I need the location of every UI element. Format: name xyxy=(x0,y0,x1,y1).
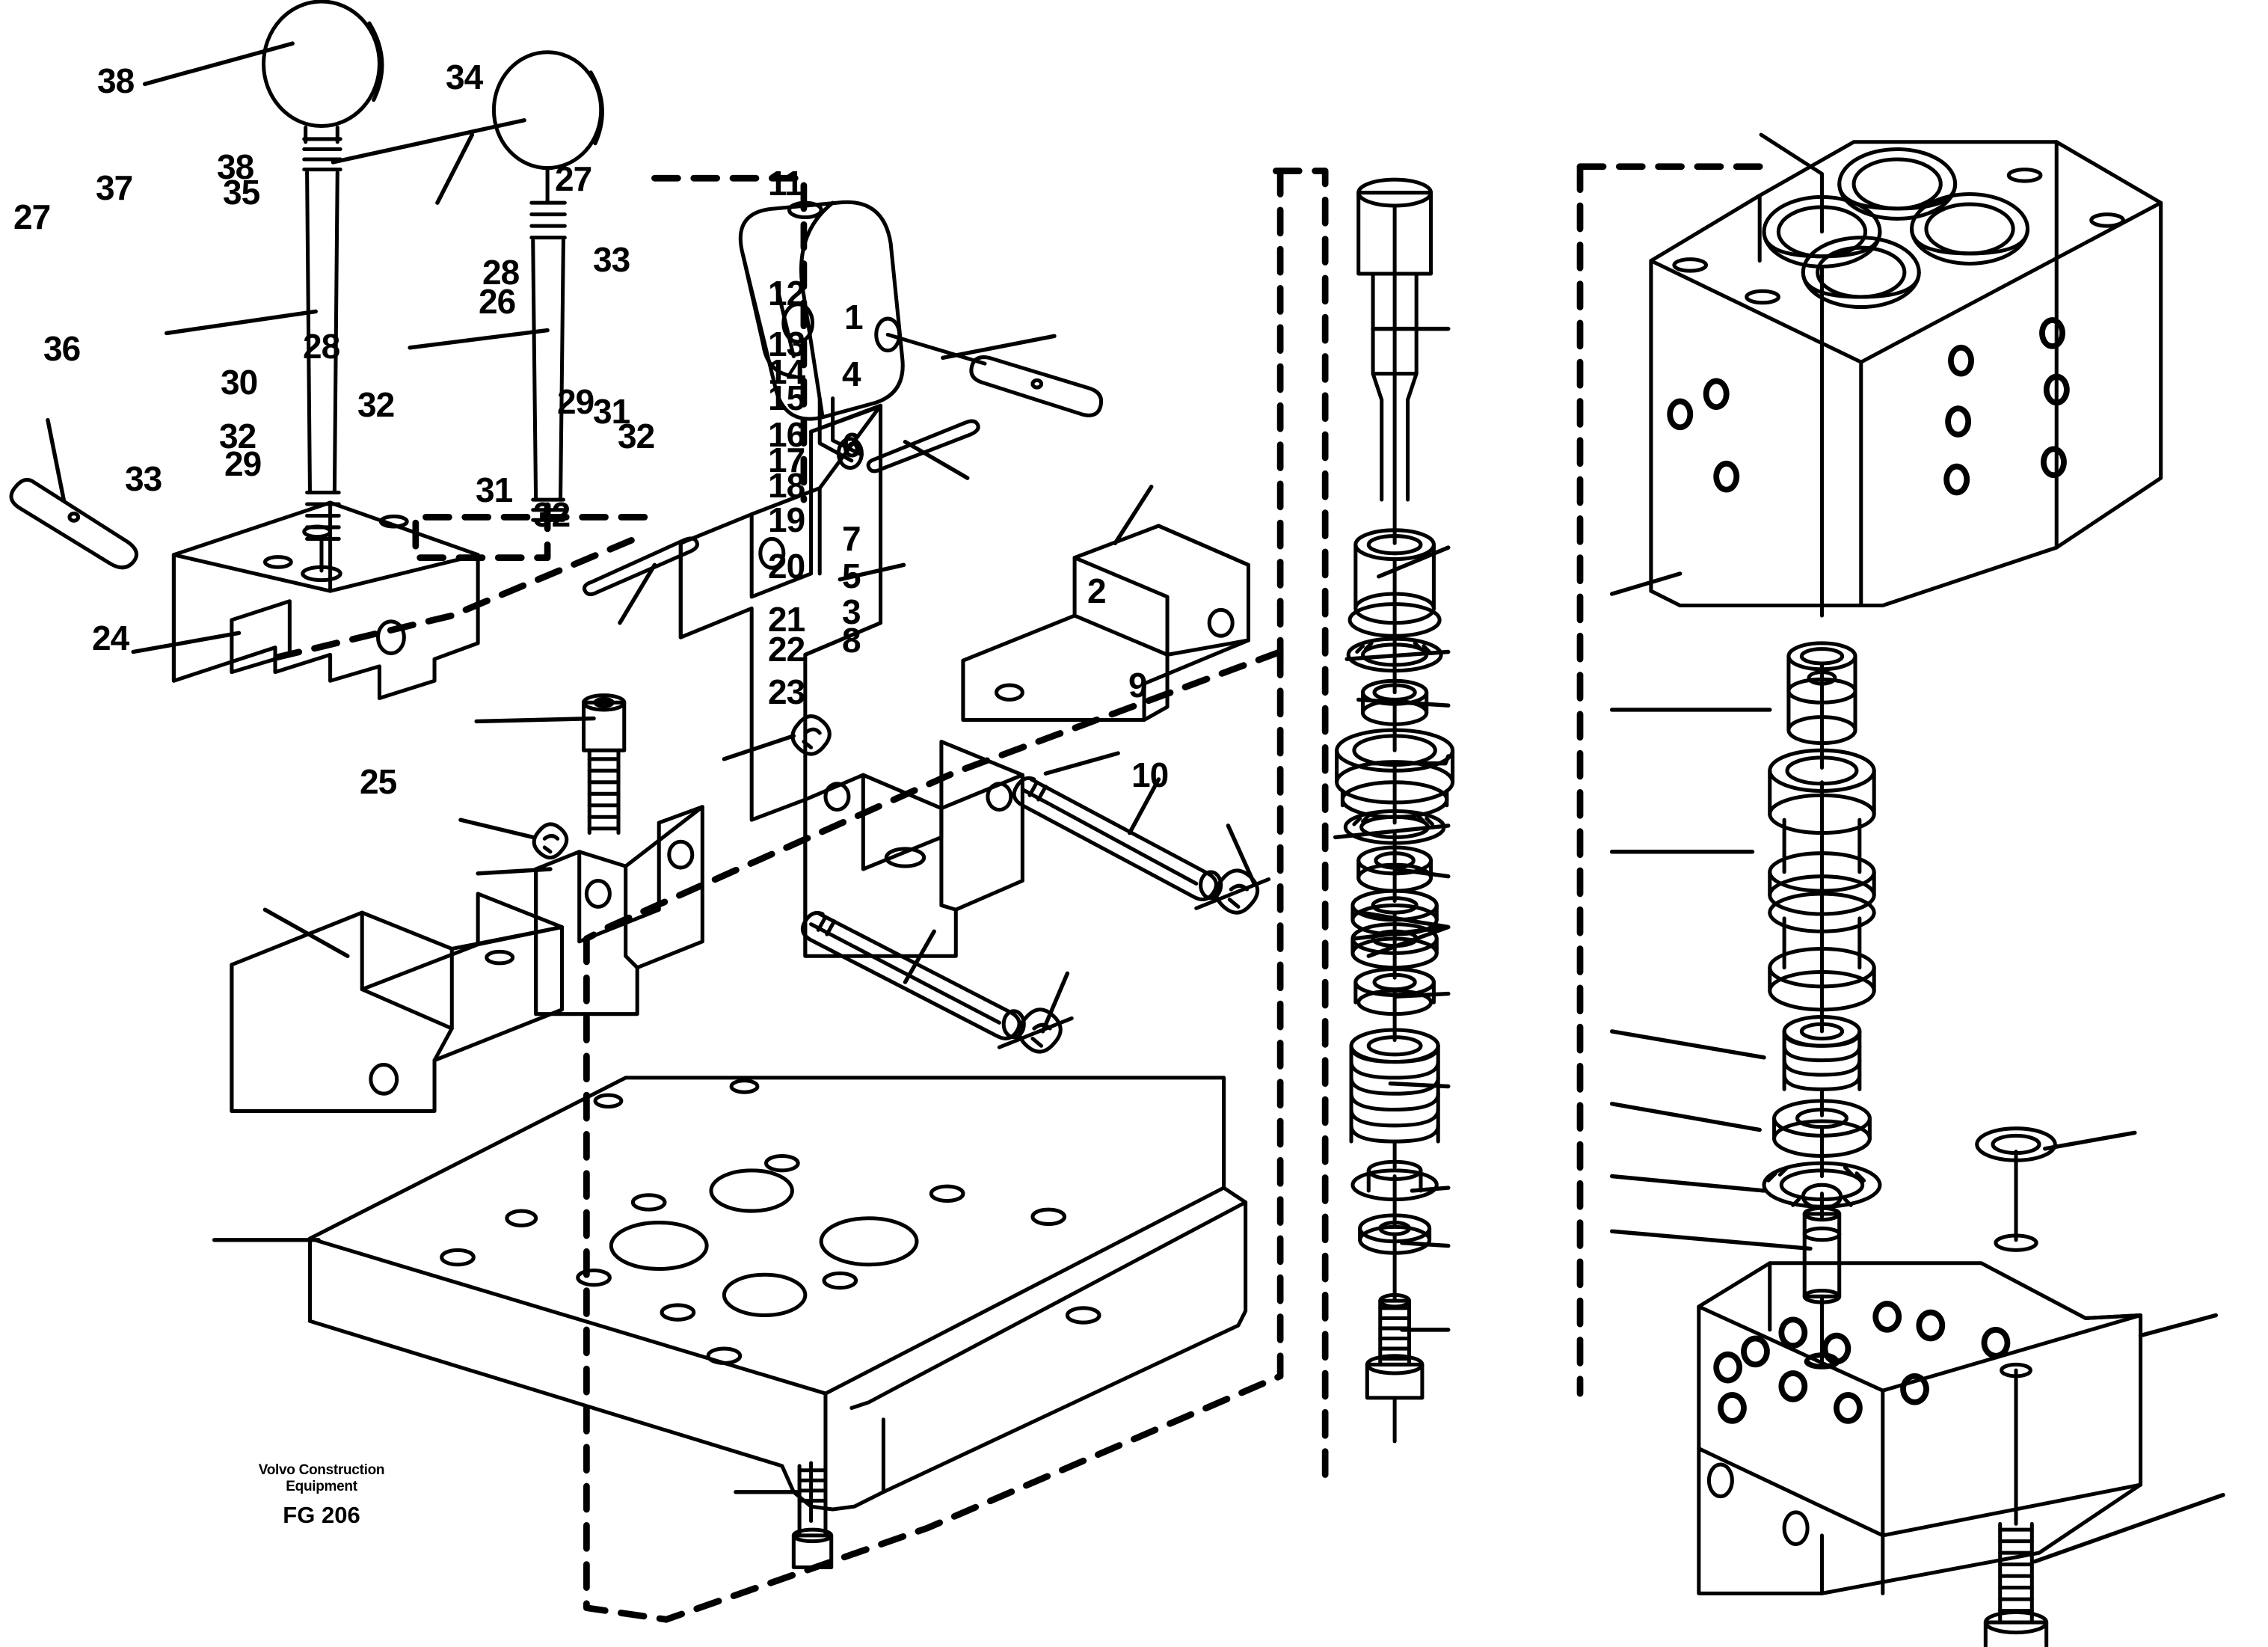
callout-31-b: 31 xyxy=(476,470,513,509)
callout-22: 22 xyxy=(768,630,805,669)
callout-28-right: 28 xyxy=(482,253,520,292)
part-4-bushing xyxy=(1786,641,1857,770)
roll-pin-28-right xyxy=(866,419,980,473)
callout-2: 2 xyxy=(1087,571,1107,610)
leader-lines xyxy=(46,41,2225,1564)
callout-34: 34 xyxy=(446,58,483,96)
thread-37 xyxy=(302,137,342,172)
handle-casting-34 xyxy=(738,200,905,463)
part-21-spring-seat-lower xyxy=(1350,1159,1439,1227)
pin-27-right xyxy=(885,332,1104,417)
callout-30: 30 xyxy=(221,363,258,402)
callout-36: 36 xyxy=(43,329,81,368)
link-33-lower xyxy=(230,892,564,1113)
callout-33-lower: 33 xyxy=(125,459,162,498)
lever-assembly-37 xyxy=(261,0,384,583)
callout-32-c: 32 xyxy=(618,417,655,456)
callout-38-left: 38 xyxy=(97,61,135,100)
callout-7: 7 xyxy=(842,519,861,558)
thread-35 xyxy=(529,200,567,240)
callout-5: 5 xyxy=(842,556,861,595)
yoke-36 xyxy=(171,500,480,700)
part-7-spring xyxy=(1782,1015,1862,1117)
callout-20: 20 xyxy=(768,547,805,586)
callout-14: 14 xyxy=(768,352,805,391)
callout-4: 4 xyxy=(842,355,861,393)
brand-block: Volvo Construction Equipment FG 206 xyxy=(254,1462,389,1529)
callout-6: 6 xyxy=(842,426,861,464)
part-23-adjusting-screw xyxy=(1365,1292,1425,1444)
callout-15: 15 xyxy=(768,378,805,417)
part-11-push-rod xyxy=(1356,177,1433,545)
callout-35: 35 xyxy=(223,173,260,212)
bracket-29-lower xyxy=(534,805,704,1016)
callout-24: 24 xyxy=(92,619,129,657)
pin-31-a xyxy=(1012,776,1223,902)
link-33-upper xyxy=(961,524,1251,723)
lever-assembly-35 xyxy=(491,50,604,522)
callout-13: 13 xyxy=(768,325,805,364)
part-5-washer xyxy=(1772,1099,1872,1179)
callout-21: 21 xyxy=(768,600,805,639)
part-10-bolt xyxy=(1983,1368,2049,1647)
thread-35b xyxy=(531,497,565,522)
bracket-29-mid xyxy=(803,740,1024,958)
bolt-30 xyxy=(582,693,627,835)
clip-32-d xyxy=(997,1007,1074,1054)
callout-18: 18 xyxy=(768,466,805,505)
bracket-26 xyxy=(678,403,883,822)
callout-9: 9 xyxy=(1128,666,1148,705)
callout-19: 19 xyxy=(768,500,805,539)
callout-27-left: 27 xyxy=(13,197,51,236)
callout-29-b: 29 xyxy=(224,444,262,483)
bolt-25 xyxy=(791,1461,834,1570)
callout-11: 11 xyxy=(768,164,804,203)
clip-32-a xyxy=(790,714,832,756)
callout-23: 23 xyxy=(768,672,805,711)
pin-31-b xyxy=(800,910,1026,1040)
callout-32-d: 32 xyxy=(533,495,571,534)
callout-25: 25 xyxy=(360,762,397,801)
callout-38-right: 38 xyxy=(217,147,254,186)
clip-32-c xyxy=(1194,868,1271,915)
callout-16: 16 xyxy=(768,415,805,454)
callout-32-a: 32 xyxy=(357,385,395,424)
callout-12: 12 xyxy=(768,274,805,313)
brand-line-2: Equipment xyxy=(286,1478,357,1494)
callout-17: 17 xyxy=(768,441,805,479)
callout-28-left: 28 xyxy=(303,327,340,366)
callout-26: 26 xyxy=(479,282,516,321)
brand-line-1: Volvo Construction xyxy=(258,1462,385,1478)
callout-10: 10 xyxy=(1131,755,1169,794)
group-outline-dashed xyxy=(265,163,1765,1623)
callout-37: 37 xyxy=(96,168,133,207)
pin-27-left xyxy=(9,477,139,570)
callout-31-a: 31 xyxy=(593,392,630,431)
callout-8: 8 xyxy=(842,621,861,660)
clip-32-b xyxy=(532,822,569,860)
mounting-plate-24 xyxy=(307,1076,1248,1512)
callout-32-b: 32 xyxy=(219,417,256,456)
part-6-spool xyxy=(1768,748,1876,1034)
part-20-coil-spring xyxy=(1349,1028,1440,1170)
callout-29-a: 29 xyxy=(557,382,594,421)
callout-1: 1 xyxy=(844,298,864,337)
part-13-snap-ring xyxy=(1346,637,1443,695)
sheet-number: FG 206 xyxy=(283,1501,360,1528)
callout-27-upper: 27 xyxy=(555,159,592,198)
part-22-flat-washer xyxy=(1358,1213,1432,1303)
part-12-sleeve xyxy=(1347,528,1442,661)
callout-33-upper: 33 xyxy=(593,240,630,279)
callout-3: 3 xyxy=(842,592,861,631)
valve-body-1 xyxy=(1649,132,2163,618)
part-2-o-ring xyxy=(1975,1126,2057,1252)
